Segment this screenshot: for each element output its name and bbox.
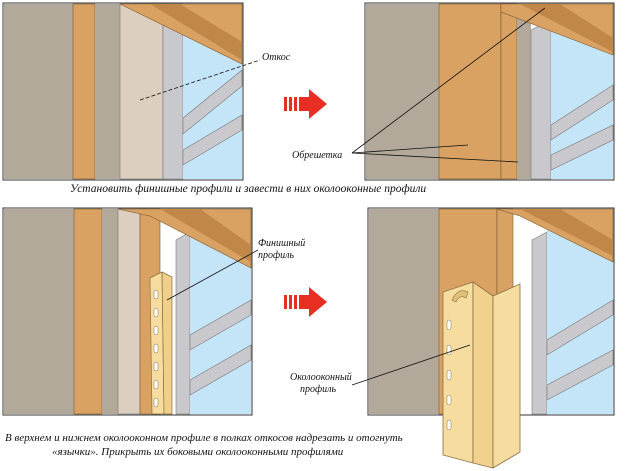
arrow-bottom bbox=[284, 287, 327, 317]
panel-bottom-right bbox=[351, 207, 615, 469]
panel-top-right bbox=[351, 2, 615, 181]
label-window-profile-line1: Околооконный bbox=[290, 372, 352, 383]
caption-top: Установить финишные профили и завести в … bbox=[70, 183, 427, 195]
panel-bottom-left bbox=[2, 207, 259, 416]
caption-bottom-line2: «язычки». Прикрыть их боковыми околоокон… bbox=[52, 446, 344, 458]
label-obreshetka: Обрешетка bbox=[292, 150, 343, 161]
label-finish-profile: Финишный профиль bbox=[258, 238, 305, 262]
arrow-top bbox=[284, 89, 327, 119]
panel-top-left bbox=[2, 2, 261, 181]
label-finish-profile-line1: Финишный bbox=[258, 238, 306, 249]
label-window-profile: Околооконный профиль bbox=[290, 372, 352, 396]
label-otkos: Откос bbox=[262, 52, 291, 63]
label-window-profile-line2: профиль bbox=[300, 384, 337, 395]
label-finish-profile-line2: профиль bbox=[258, 250, 295, 261]
caption-bottom-line1: В верхнем и нижнем околооконном профиле … bbox=[5, 432, 403, 444]
